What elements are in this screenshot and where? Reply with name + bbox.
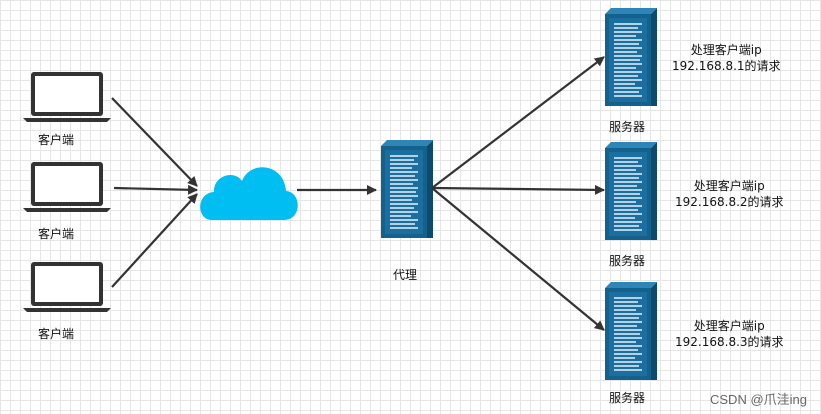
server-label: 服务器 [609, 391, 646, 405]
arrow-proxy-to-server3 [431, 187, 605, 331]
server-label: 服务器 [609, 120, 646, 134]
request-line-1: 处理客户端ip [693, 179, 765, 193]
laptop-icon [23, 262, 111, 312]
arrow-client2-to-cloud [113, 184, 198, 195]
server-label: 服务器 [609, 254, 646, 268]
request-line-1: 处理客户端ip [693, 319, 765, 333]
request-line-2: 192.168.8.2的请求 [675, 195, 784, 209]
server-request-note: 处理客户端ip 192.168.8.2的请求 [675, 178, 784, 210]
client-label: 客户端 [38, 133, 75, 147]
server-icon [604, 7, 658, 107]
arrow-client1-to-cloud [111, 97, 198, 187]
laptop-icon [23, 162, 111, 212]
client-label: 客户端 [38, 327, 75, 341]
arrow-proxy-to-server2 [431, 184, 605, 195]
request-line-1: 处理客户端ip [690, 43, 762, 57]
watermark: CSDN @爪洼ing [710, 392, 807, 407]
proxy-server-icon [380, 139, 434, 239]
proxy-label: 代理 [393, 268, 418, 282]
server-icon [604, 141, 658, 241]
client-label: 客户端 [38, 227, 75, 241]
request-line-2: 192.168.8.3的请求 [675, 335, 784, 349]
laptop-icon [23, 72, 111, 122]
server-request-note: 处理客户端ip 192.168.8.1的请求 [672, 42, 781, 74]
request-line-2: 192.168.8.1的请求 [672, 59, 781, 73]
cloud-icon [200, 167, 298, 220]
server-icon [604, 281, 658, 381]
arrow-proxy-to-server1 [431, 56, 605, 189]
server-request-note: 处理客户端ip 192.168.8.3的请求 [675, 318, 784, 350]
arrow-client3-to-cloud [111, 193, 198, 288]
